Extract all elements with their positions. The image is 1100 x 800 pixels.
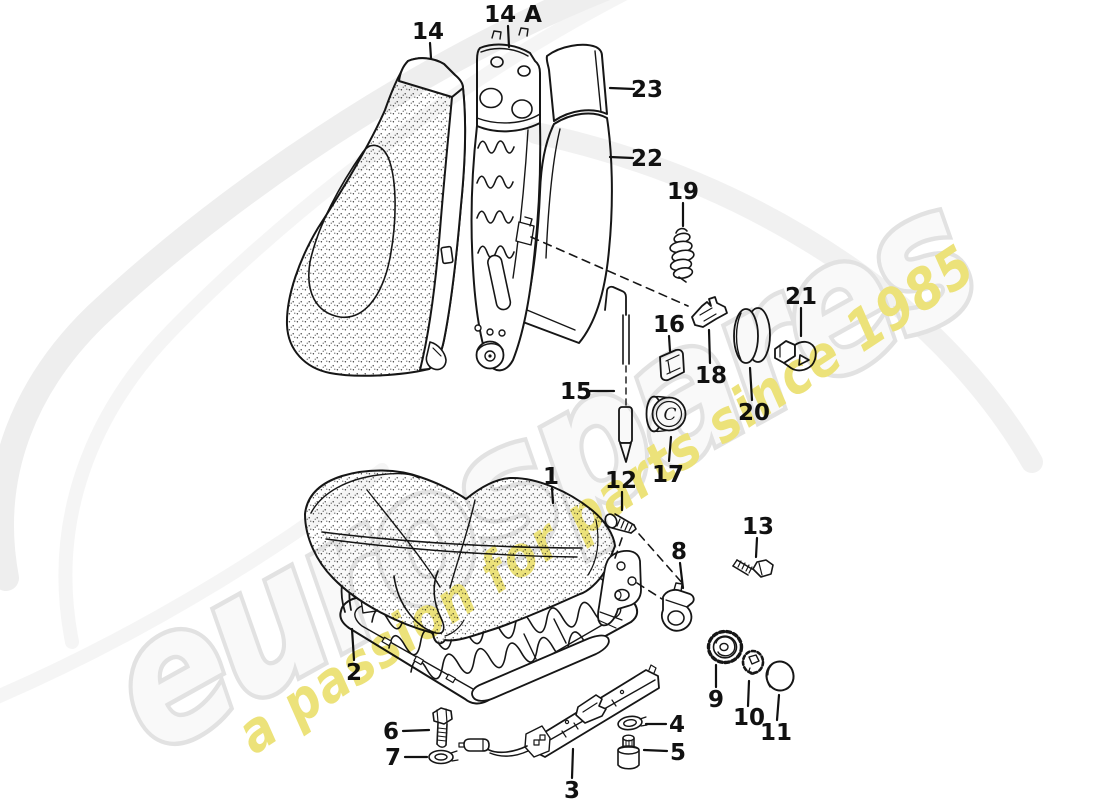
part-label-16[interactable]: 16	[653, 312, 685, 353]
part-number: 9	[708, 687, 724, 713]
leader-line	[608, 86, 636, 91]
part-number: 2	[346, 660, 362, 686]
part-number: 1	[543, 464, 559, 490]
part-number: 18	[695, 363, 727, 389]
leader-line	[642, 748, 669, 753]
part-label-5[interactable]: 5	[642, 740, 686, 766]
part-label-20[interactable]: 20	[738, 366, 770, 426]
part-number: 6	[383, 719, 399, 745]
leader-line	[707, 328, 712, 365]
alignment-dash-line	[638, 533, 685, 586]
part-label-1[interactable]: 1	[543, 464, 559, 505]
leader-line	[754, 536, 759, 559]
part-19-spring	[669, 227, 695, 283]
part-label-4[interactable]: 4	[644, 712, 685, 738]
part-label-8[interactable]: 8	[671, 539, 687, 590]
leader-line	[350, 627, 356, 662]
part-number: 11	[760, 720, 792, 746]
leader-line	[748, 366, 754, 402]
part-11-cover-cap	[765, 660, 795, 692]
part-number: 14	[412, 19, 444, 45]
part-23-backrest-panel-upper	[545, 43, 608, 122]
part-number: 21	[785, 284, 817, 310]
leader-line	[775, 693, 781, 722]
part-8-hinge-bracket	[660, 582, 695, 632]
part-number: 4	[669, 712, 685, 738]
part-label-6[interactable]: 6	[383, 719, 431, 745]
part-number: 16	[653, 312, 685, 338]
part-20-cover-cap	[733, 307, 771, 364]
part-4-washer	[617, 715, 648, 731]
knob-letter: C	[663, 405, 676, 425]
part-label-11[interactable]: 11	[760, 693, 792, 746]
watermark-swoosh	[0, 0, 1043, 704]
part-label-2[interactable]: 2	[346, 627, 362, 686]
part-13-bolt	[732, 559, 774, 578]
part-label-3[interactable]: 3	[564, 747, 580, 800]
part-label-9[interactable]: 9	[708, 663, 724, 713]
part-3-seat-rail	[458, 664, 660, 758]
part-number: 12	[605, 468, 637, 494]
part-12-screw	[604, 513, 637, 534]
part-7-washer	[428, 749, 459, 765]
part-number: 8	[671, 539, 687, 565]
alignment-dash-line	[614, 537, 623, 559]
part-label-12[interactable]: 12	[605, 468, 637, 512]
part-10-lock-clip	[741, 649, 765, 675]
part-number: 23	[631, 77, 663, 103]
leader-line	[746, 679, 751, 708]
alignment-dash-line	[636, 582, 663, 600]
part-number: 20	[738, 400, 770, 426]
part-number: 13	[742, 514, 774, 540]
part-number: 7	[385, 745, 401, 771]
leader-line	[678, 561, 685, 590]
part-5-bolt	[617, 734, 640, 770]
pan-hinge-plate	[597, 549, 642, 629]
part-15-actuating-rod	[604, 285, 633, 463]
part-number: 17	[652, 462, 684, 488]
part-label-15[interactable]: 15	[560, 379, 616, 405]
part-17-adjuster-knob: C	[645, 395, 687, 433]
part-label-21[interactable]: 21	[785, 284, 817, 338]
part-16-clip	[659, 348, 685, 382]
part-number: 10	[733, 705, 765, 731]
leader-line	[401, 728, 431, 733]
part-number: 3	[564, 778, 580, 800]
leader-line	[550, 486, 555, 505]
part-label-18[interactable]: 18	[695, 328, 727, 389]
part-number: 5	[670, 740, 686, 766]
leader-line	[667, 334, 672, 353]
part-label-17[interactable]: 17	[652, 435, 684, 488]
leader-line	[428, 41, 433, 60]
part-21-release-knob	[774, 340, 817, 372]
part-label-14[interactable]: 14	[412, 19, 444, 60]
part-label-10[interactable]: 10	[733, 679, 765, 731]
leader-line	[570, 747, 575, 780]
part-label-23[interactable]: 23	[608, 77, 663, 103]
leader-line	[667, 435, 673, 463]
alignment-dash-line	[530, 236, 689, 307]
part-label-13[interactable]: 13	[742, 514, 774, 559]
part-18-bracket	[691, 296, 728, 328]
part-number: 15	[560, 379, 592, 405]
part-6-bolt	[432, 707, 453, 748]
part-9-adjuster-gear	[706, 629, 744, 665]
part-label-7[interactable]: 7	[385, 745, 429, 771]
